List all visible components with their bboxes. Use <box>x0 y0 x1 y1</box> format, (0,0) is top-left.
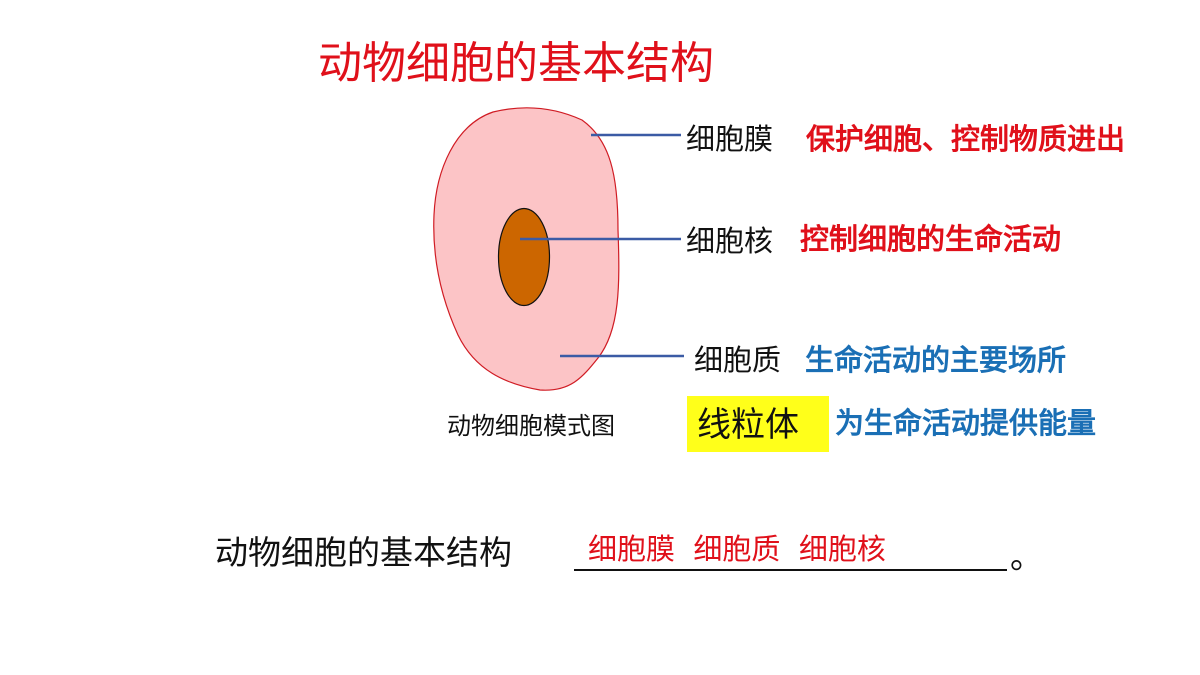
answer-blank-line <box>574 569 1007 571</box>
summary-answer: 细胞膜 细胞质 细胞核 <box>588 532 886 566</box>
diagram-caption: 动物细胞模式图 <box>447 412 615 440</box>
membrane-function: 保护细胞、控制物质进出 <box>806 122 1126 156</box>
cytoplasm-label: 细胞质 <box>694 343 782 377</box>
nucleus-shape <box>497 207 551 307</box>
page-title: 动物细胞的基本结构 <box>318 38 714 89</box>
mitochondria-highlight <box>687 396 829 452</box>
mitochondria-function: 为生命活动提供能量 <box>835 406 1097 440</box>
nucleus-label: 细胞核 <box>686 224 774 258</box>
mitochondria-label: 线粒体 <box>697 405 799 445</box>
summary-period: 。 <box>1010 537 1043 576</box>
cytoplasm-function: 生命活动的主要场所 <box>805 343 1067 377</box>
membrane-label: 细胞膜 <box>686 122 774 156</box>
nucleus-function: 控制细胞的生命活动 <box>800 222 1062 256</box>
summary-sentence: 动物细胞的基本结构 <box>215 533 512 572</box>
